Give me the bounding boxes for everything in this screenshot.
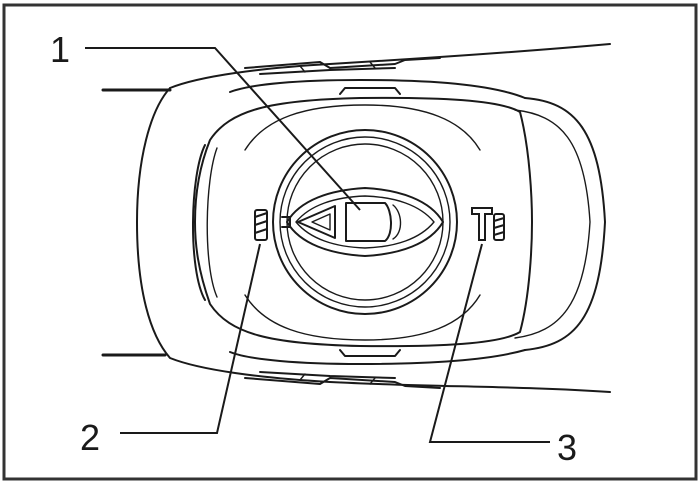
leader-line-2 (120, 243, 261, 434)
leader-line-1 (85, 47, 361, 211)
callout-1: 1 (50, 29, 70, 70)
figure-frame (2, 3, 698, 481)
mode-dial[interactable] (272, 129, 458, 315)
screw-mode-icon (471, 207, 505, 241)
drill-mode-icon (254, 209, 268, 241)
callout-2: 2 (80, 417, 100, 458)
tool-body (101, 43, 611, 393)
leader-line-3 (428, 243, 550, 443)
callout-3: 3 (557, 427, 577, 468)
